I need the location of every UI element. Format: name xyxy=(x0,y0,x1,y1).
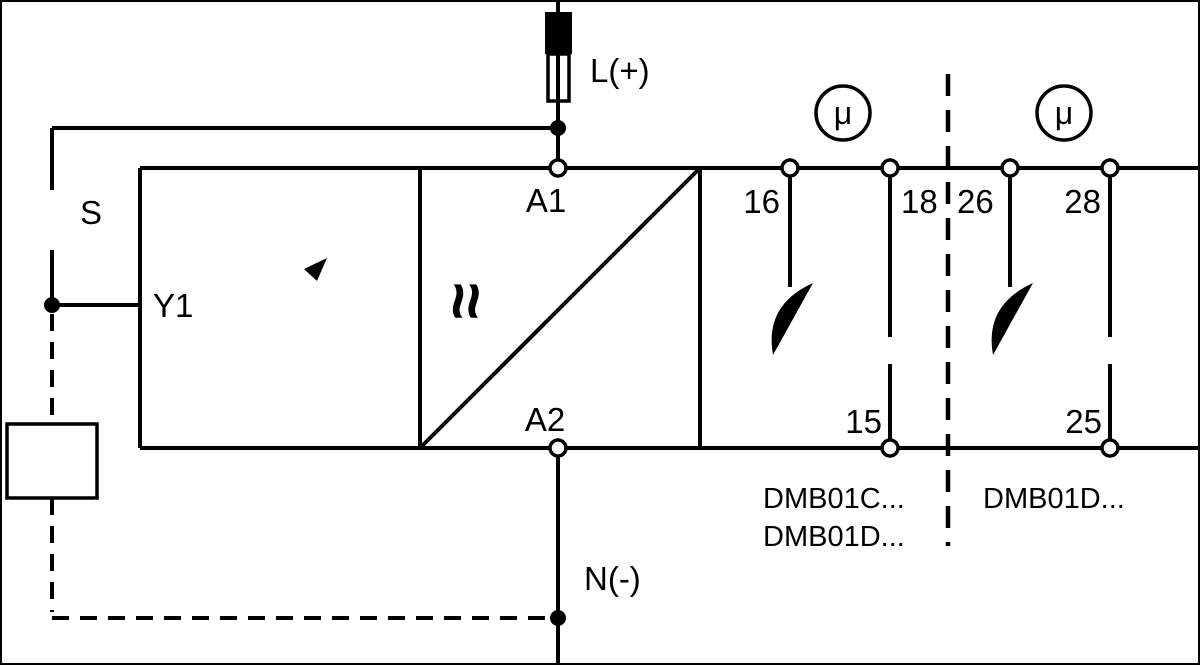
potentiometer-symbol xyxy=(240,258,327,347)
model-label-right: DMB01D... xyxy=(983,483,1125,515)
supply-negative-label: N(-) xyxy=(584,560,641,597)
junction-dot-bottom xyxy=(550,610,566,626)
control-wire xyxy=(44,297,140,313)
a1-terminal-label: A1 xyxy=(526,182,566,219)
fuse-symbol xyxy=(545,2,572,161)
supply-positive-label: L(+) xyxy=(590,52,650,89)
mu-label-2: μ xyxy=(1055,95,1073,131)
terminal-15 xyxy=(880,438,900,458)
relay-contact-group-1 xyxy=(771,176,892,440)
terminal-18 xyxy=(880,158,900,178)
terminal-15-label: 15 xyxy=(845,403,882,440)
terminal-16-label: 16 xyxy=(743,183,780,220)
switch-label: S xyxy=(80,194,102,231)
terminal-26 xyxy=(1000,158,1020,178)
contact1-arc xyxy=(771,283,813,355)
switch-s xyxy=(32,194,54,305)
supply-wire-top xyxy=(50,120,566,190)
micro-disconnection-symbol-1: μ xyxy=(814,84,872,142)
terminal-16 xyxy=(780,158,800,178)
pot-arrow-head xyxy=(304,258,327,281)
device-outline xyxy=(138,166,1199,450)
pot-arrow-shaft xyxy=(240,273,312,347)
converter-diagonal xyxy=(418,166,702,450)
negative-supply-wire xyxy=(550,456,566,663)
ac-symbol: ≈ xyxy=(430,283,504,319)
mu-circle-1 xyxy=(814,84,872,142)
y1-terminal-label: Y1 xyxy=(153,287,193,324)
terminal-26-label: 26 xyxy=(957,183,994,220)
micro-disconnection-symbol-2: μ xyxy=(1035,84,1093,142)
terminal-25-label: 25 xyxy=(1065,403,1102,440)
terminal-a1 xyxy=(548,158,568,178)
terminal-25 xyxy=(1100,438,1120,458)
terminal-18-label: 18 xyxy=(901,183,938,220)
contact1-blade xyxy=(792,289,890,364)
model-label-left-2: DMB01D... xyxy=(763,521,905,553)
external-relay-box xyxy=(5,422,99,500)
external-circuit-wiring xyxy=(50,314,552,620)
a2-terminal-label: A2 xyxy=(525,401,565,438)
terminal-a2 xyxy=(548,438,568,458)
mu-circle-2 xyxy=(1035,84,1093,142)
switch-blade xyxy=(32,194,52,252)
external-relay-symbol xyxy=(5,422,99,500)
model-label-left-1: DMB01C... xyxy=(763,483,905,515)
converter-section: ≈ xyxy=(418,166,702,450)
relay-contact-group-2 xyxy=(991,176,1112,440)
terminal-28 xyxy=(1100,158,1120,178)
contact2-blade xyxy=(1012,289,1110,364)
mu-label-1: μ xyxy=(834,95,852,131)
terminal-28-label: 28 xyxy=(1064,183,1101,220)
junction-dot-top xyxy=(550,120,566,136)
fuse-cap xyxy=(545,12,572,54)
contact2-arc xyxy=(991,283,1033,355)
